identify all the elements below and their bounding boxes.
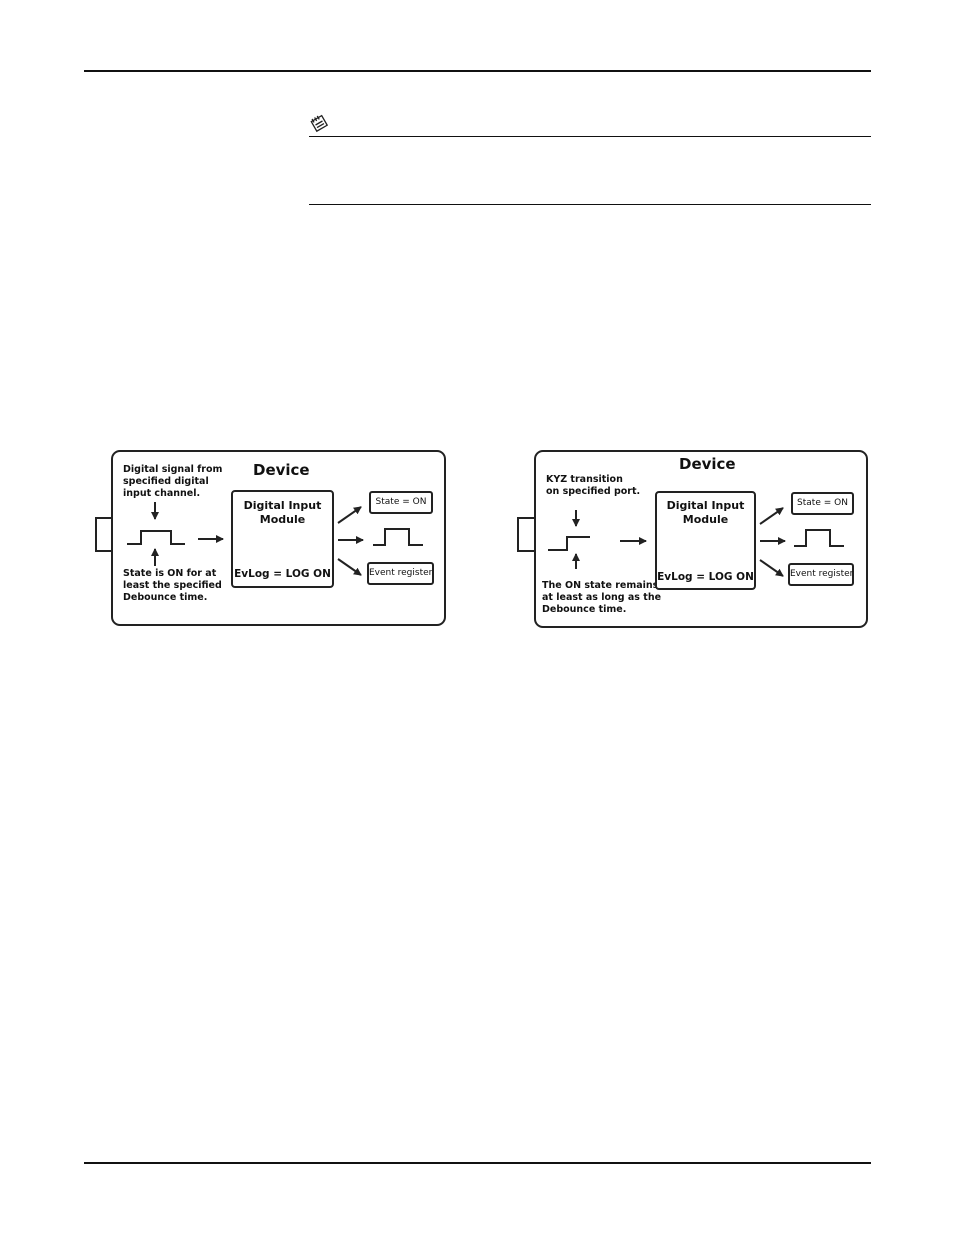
footer-rule — [84, 1162, 871, 1164]
signal-label: KYZ transition on specified port. — [546, 474, 641, 497]
state-on-box: State = ON — [369, 491, 433, 514]
pulse-waveform — [127, 530, 185, 545]
event-register-box: Event register — [367, 562, 434, 585]
device-title: Device — [253, 461, 310, 479]
diagram-digital-input: Device Digital signal from specified dig… — [94, 449, 450, 629]
right-diagram-graphics — [548, 507, 844, 577]
evlog-text: EvLog = LOG ON — [234, 568, 331, 580]
module-title: Digital Input Module — [243, 499, 322, 526]
device-port-tab — [517, 517, 537, 552]
header-rule — [84, 70, 871, 72]
left-diagram-graphics — [127, 502, 423, 576]
device-title: Device — [679, 455, 736, 473]
module-title: Digital Input Module — [666, 499, 745, 526]
digital-input-module-box: Digital Input Module EvLog = LOG ON — [231, 490, 334, 588]
signal-label: Digital signal from specified digital in… — [123, 464, 223, 499]
state-label: State is ON for at least the specified D… — [123, 568, 222, 603]
output-pulse-waveform — [794, 529, 844, 547]
output-arrow-state — [337, 506, 362, 524]
event-register-box: Event register — [788, 563, 854, 586]
note-top-rule — [309, 136, 871, 137]
device-port-tab — [95, 517, 114, 552]
output-pulse-waveform — [373, 528, 423, 546]
note-bottom-rule — [309, 204, 871, 205]
output-arrow-state — [759, 507, 784, 525]
step-waveform — [548, 536, 590, 551]
digital-input-module-box: Digital Input Module EvLog = LOG ON — [655, 491, 756, 590]
note-pad-icon — [310, 114, 329, 133]
output-arrow-event — [337, 558, 362, 576]
evlog-text: EvLog = LOG ON — [657, 571, 754, 583]
output-arrow-event — [759, 559, 784, 577]
state-label: The ON state remains at least as long as… — [542, 580, 662, 615]
diagram-kyz-input: Device KYZ transition on specified port.… — [516, 449, 872, 631]
state-on-box: State = ON — [791, 492, 854, 515]
device-box — [111, 450, 446, 626]
